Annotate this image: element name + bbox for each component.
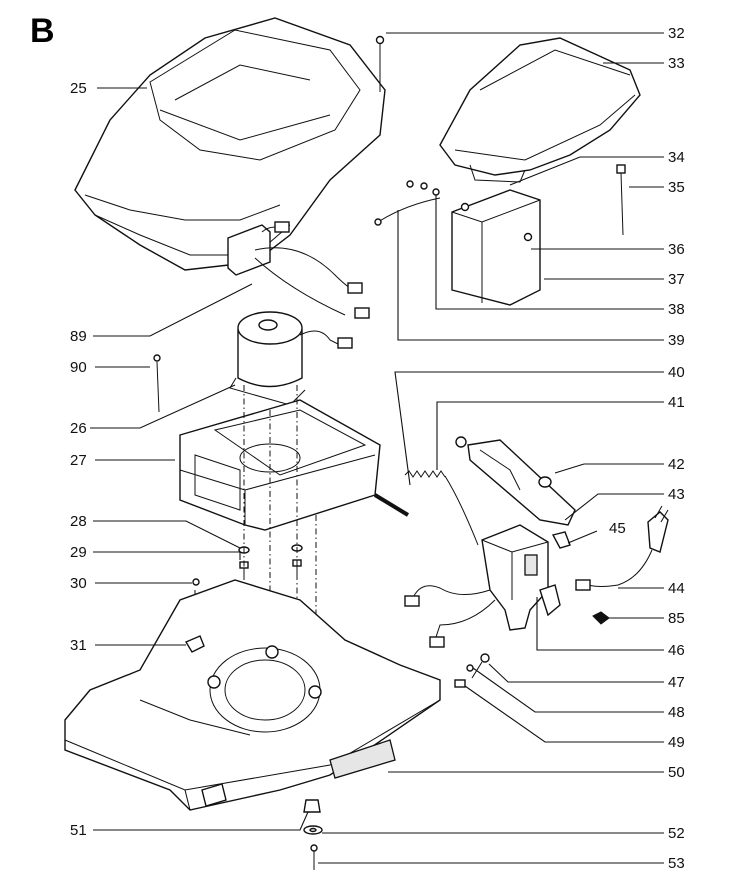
- label-28: 28: [70, 513, 87, 530]
- chassis-deck-drawing: [64, 579, 441, 811]
- clip-31-drawing: [184, 635, 205, 653]
- label-25: 25: [70, 80, 87, 97]
- label-37: 37: [668, 271, 685, 288]
- wheel-bolt-drawing: [303, 799, 323, 870]
- label-26: 26: [70, 420, 87, 437]
- label-27: 27: [70, 452, 87, 469]
- leader-lines: [90, 32, 664, 864]
- label-47: 47: [668, 674, 685, 691]
- battery-drawing: [451, 189, 541, 306]
- label-49: 49: [668, 734, 685, 751]
- label-38: 38: [668, 301, 685, 318]
- bracket-drawing: [455, 436, 576, 526]
- label-30: 30: [70, 575, 87, 592]
- clip-drawing: [551, 531, 571, 549]
- switch-box-drawing: [404, 524, 561, 648]
- small-part-85-drawing: [592, 611, 610, 625]
- battery-cable-drawing: [374, 180, 441, 226]
- axle-rod-drawing: [373, 493, 410, 517]
- label-41: 41: [668, 394, 685, 411]
- top-cover-drawing: [74, 17, 386, 271]
- label-32: 32: [668, 25, 685, 42]
- label-53: 53: [668, 855, 685, 872]
- label-46: 46: [668, 642, 685, 659]
- switch-wiring-drawing: [227, 221, 370, 319]
- label-51: 51: [70, 822, 87, 839]
- battery-cover-drawing: [439, 37, 641, 183]
- cable-tie-drawing: [616, 164, 626, 236]
- label-48: 48: [668, 704, 685, 721]
- label-52: 52: [668, 825, 685, 842]
- label-85: 85: [668, 610, 685, 627]
- label-35: 35: [668, 179, 685, 196]
- section-letter: B: [30, 12, 55, 50]
- label-39: 39: [668, 332, 685, 349]
- label-42: 42: [668, 456, 685, 473]
- label-31: 31: [70, 637, 87, 654]
- motor-housing-drawing: [179, 399, 381, 531]
- part-number-labels: 25 32 33 34 35 36 37 38 39 40 41 42 43 4…: [70, 25, 685, 872]
- screw-90-drawing: [153, 354, 161, 413]
- power-cord-drawing: [575, 505, 669, 591]
- label-34: 34: [668, 149, 685, 166]
- label-29: 29: [70, 544, 87, 561]
- label-90: 90: [70, 359, 87, 376]
- label-36: 36: [668, 241, 685, 258]
- screw-32-drawing: [375, 35, 385, 92]
- screws-47-49-drawing: [454, 653, 490, 688]
- screw-30-drawing: [192, 578, 200, 586]
- motor-drawing: [229, 311, 353, 406]
- label-44: 44: [668, 580, 685, 597]
- label-33: 33: [668, 55, 685, 72]
- label-43: 43: [668, 486, 685, 503]
- label-50: 50: [668, 764, 685, 781]
- label-40: 40: [668, 364, 685, 381]
- spring-drawing: [404, 470, 479, 546]
- label-45: 45: [609, 520, 626, 537]
- label-89: 89: [70, 328, 87, 345]
